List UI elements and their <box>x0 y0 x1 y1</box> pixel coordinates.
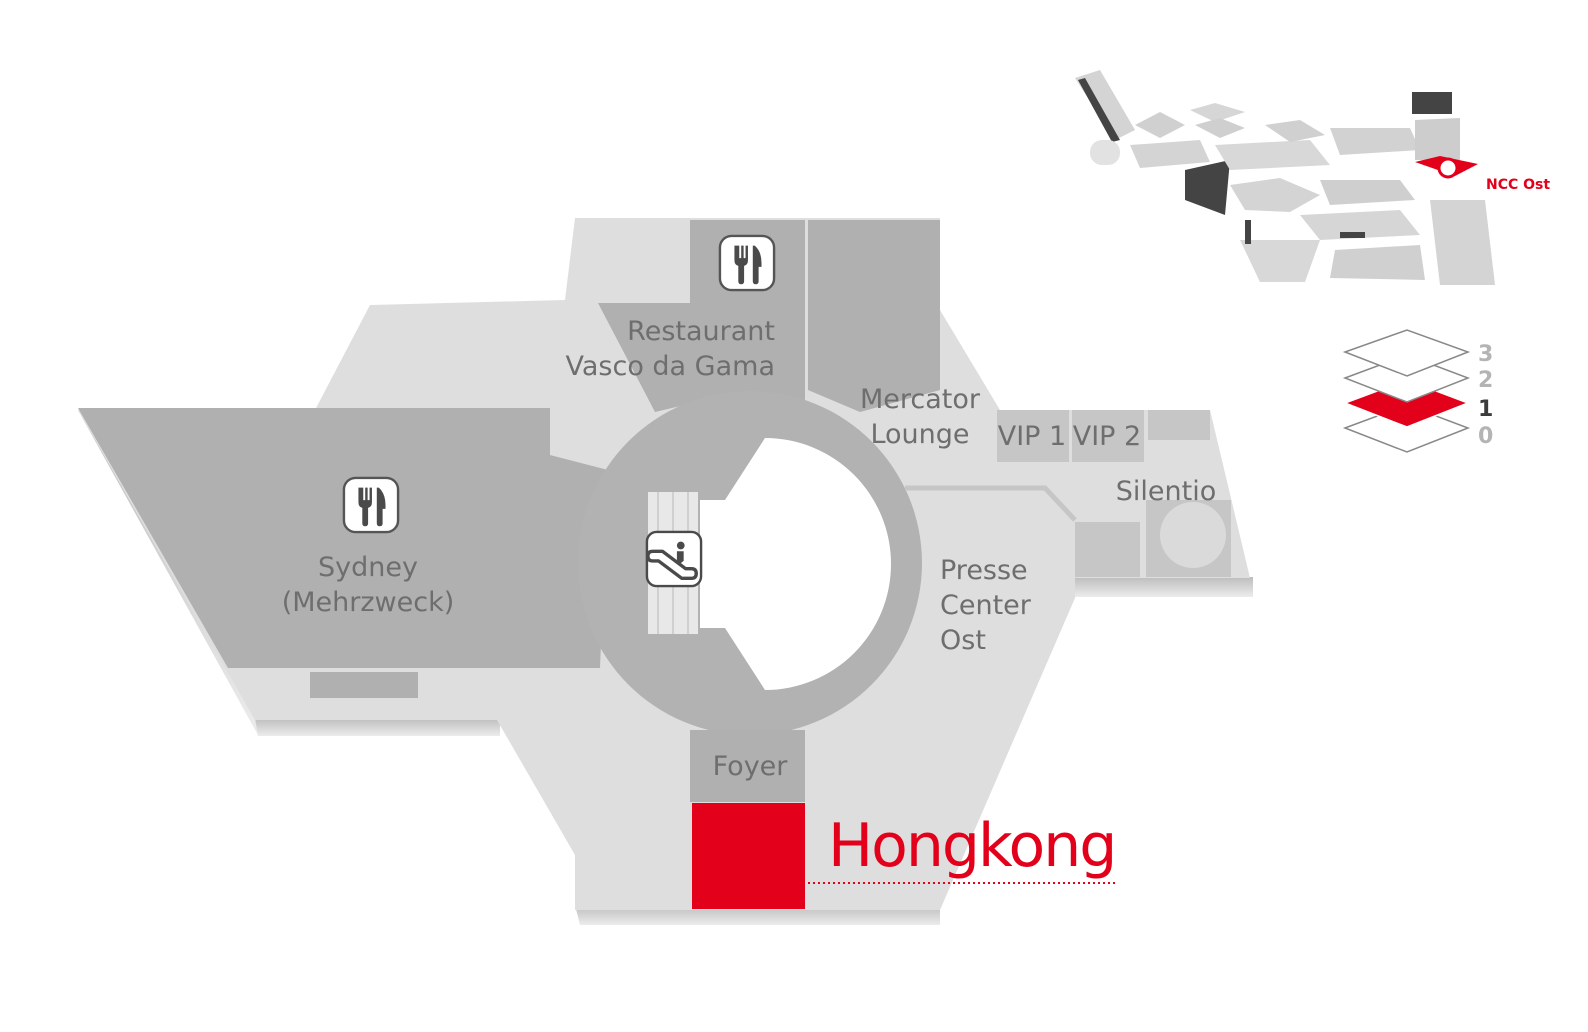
rotunda <box>578 391 922 735</box>
vip2-label: VIP 2 <box>1073 421 1141 452</box>
level-1-label: 1 <box>1478 397 1493 422</box>
mercator-label-1: Mercator <box>860 384 981 415</box>
mercator-label-2: Lounge <box>870 419 969 450</box>
level-2[interactable]: 2 <box>1342 354 1493 403</box>
silentio-circle <box>1160 502 1226 568</box>
room-vip2[interactable] <box>1072 410 1144 462</box>
silentio-label: Silentio <box>1116 476 1216 507</box>
sydney-label-2: (Mehrzweck) <box>282 587 455 618</box>
level-3-label: 3 <box>1478 342 1493 367</box>
room-hongkong[interactable] <box>692 803 805 909</box>
level-2-label: 2 <box>1478 368 1493 393</box>
presse-label-1: Presse <box>940 555 1028 586</box>
presse-wall <box>905 485 1077 522</box>
room-vip1[interactable] <box>997 410 1069 462</box>
presse-label-2: Center <box>940 590 1032 621</box>
vip1-label: VIP 1 <box>998 421 1066 452</box>
level-0-label: 0 <box>1478 424 1493 449</box>
hongkong-title: Hongkong <box>828 811 1115 881</box>
silentio-block <box>1075 522 1140 577</box>
fork-knife-icon <box>342 476 400 534</box>
restaurant-kitchen-edge <box>808 310 940 412</box>
level-selector[interactable]: 0 1 2 3 <box>1342 329 1493 453</box>
room-sydney[interactable] <box>78 408 608 668</box>
sydney-label-1: Sydney <box>318 552 418 583</box>
level-3[interactable]: 3 <box>1342 329 1493 377</box>
room-vip-small <box>1148 410 1210 440</box>
restaurant-label-1: Restaurant <box>627 316 775 347</box>
overview-minimap: NCC Ost <box>1075 70 1550 285</box>
sydney-stage-bar <box>310 672 418 698</box>
escalator-icon <box>645 530 703 588</box>
presse-label-3: Ost <box>940 625 986 656</box>
restaurant-label-2: Vasco da Gama <box>565 351 775 382</box>
room-foyer[interactable] <box>690 730 805 802</box>
fork-knife-icon <box>718 234 776 292</box>
overview-building-label: NCC Ost <box>1486 177 1550 193</box>
foyer-label: Foyer <box>713 751 789 782</box>
